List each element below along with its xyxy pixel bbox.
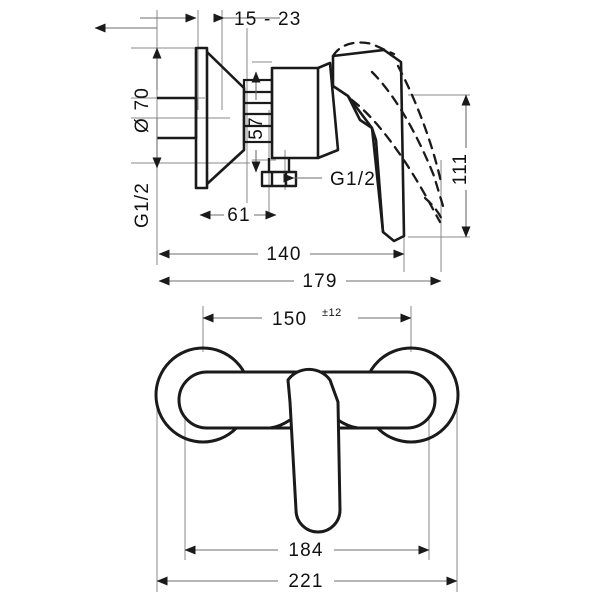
front-view-extension-lines bbox=[156, 306, 458, 592]
dim-label-handle-height: 111 bbox=[450, 153, 471, 185]
dim-label-inlet-thread: G1/2 bbox=[132, 182, 153, 228]
dim-label-depth-61: 61 bbox=[227, 205, 251, 226]
dim-escutcheon-diameter-70 bbox=[94, 23, 162, 169]
side-view-geometry bbox=[131, 10, 470, 272]
dim-label-inlet-spacing: 150 bbox=[272, 309, 307, 330]
lever-body-fillets bbox=[269, 418, 359, 430]
dim-label-valve-height: 57 bbox=[246, 116, 267, 140]
dim-label-inlet-spacing-tolerance: ±12 bbox=[322, 307, 342, 319]
dim-label-overall-width: 221 bbox=[288, 571, 323, 592]
dim-label-wall-offset: 15 - 23 bbox=[234, 9, 302, 30]
dim-label-body-width: 184 bbox=[288, 540, 323, 561]
dim-label-depth-140: 140 bbox=[266, 244, 301, 265]
mixer-body-side bbox=[270, 61, 340, 160]
dim-label-outlet-thread: G1/2 bbox=[330, 169, 376, 190]
lever-swing-dashed bbox=[331, 41, 445, 224]
lever-handle-front bbox=[286, 367, 342, 534]
dim-label-escutcheon-diameter: Ø 70 bbox=[132, 87, 153, 133]
lever-handle-side bbox=[331, 48, 406, 243]
dim-label-depth-179: 179 bbox=[302, 271, 337, 292]
front-view-geometry bbox=[154, 306, 460, 592]
